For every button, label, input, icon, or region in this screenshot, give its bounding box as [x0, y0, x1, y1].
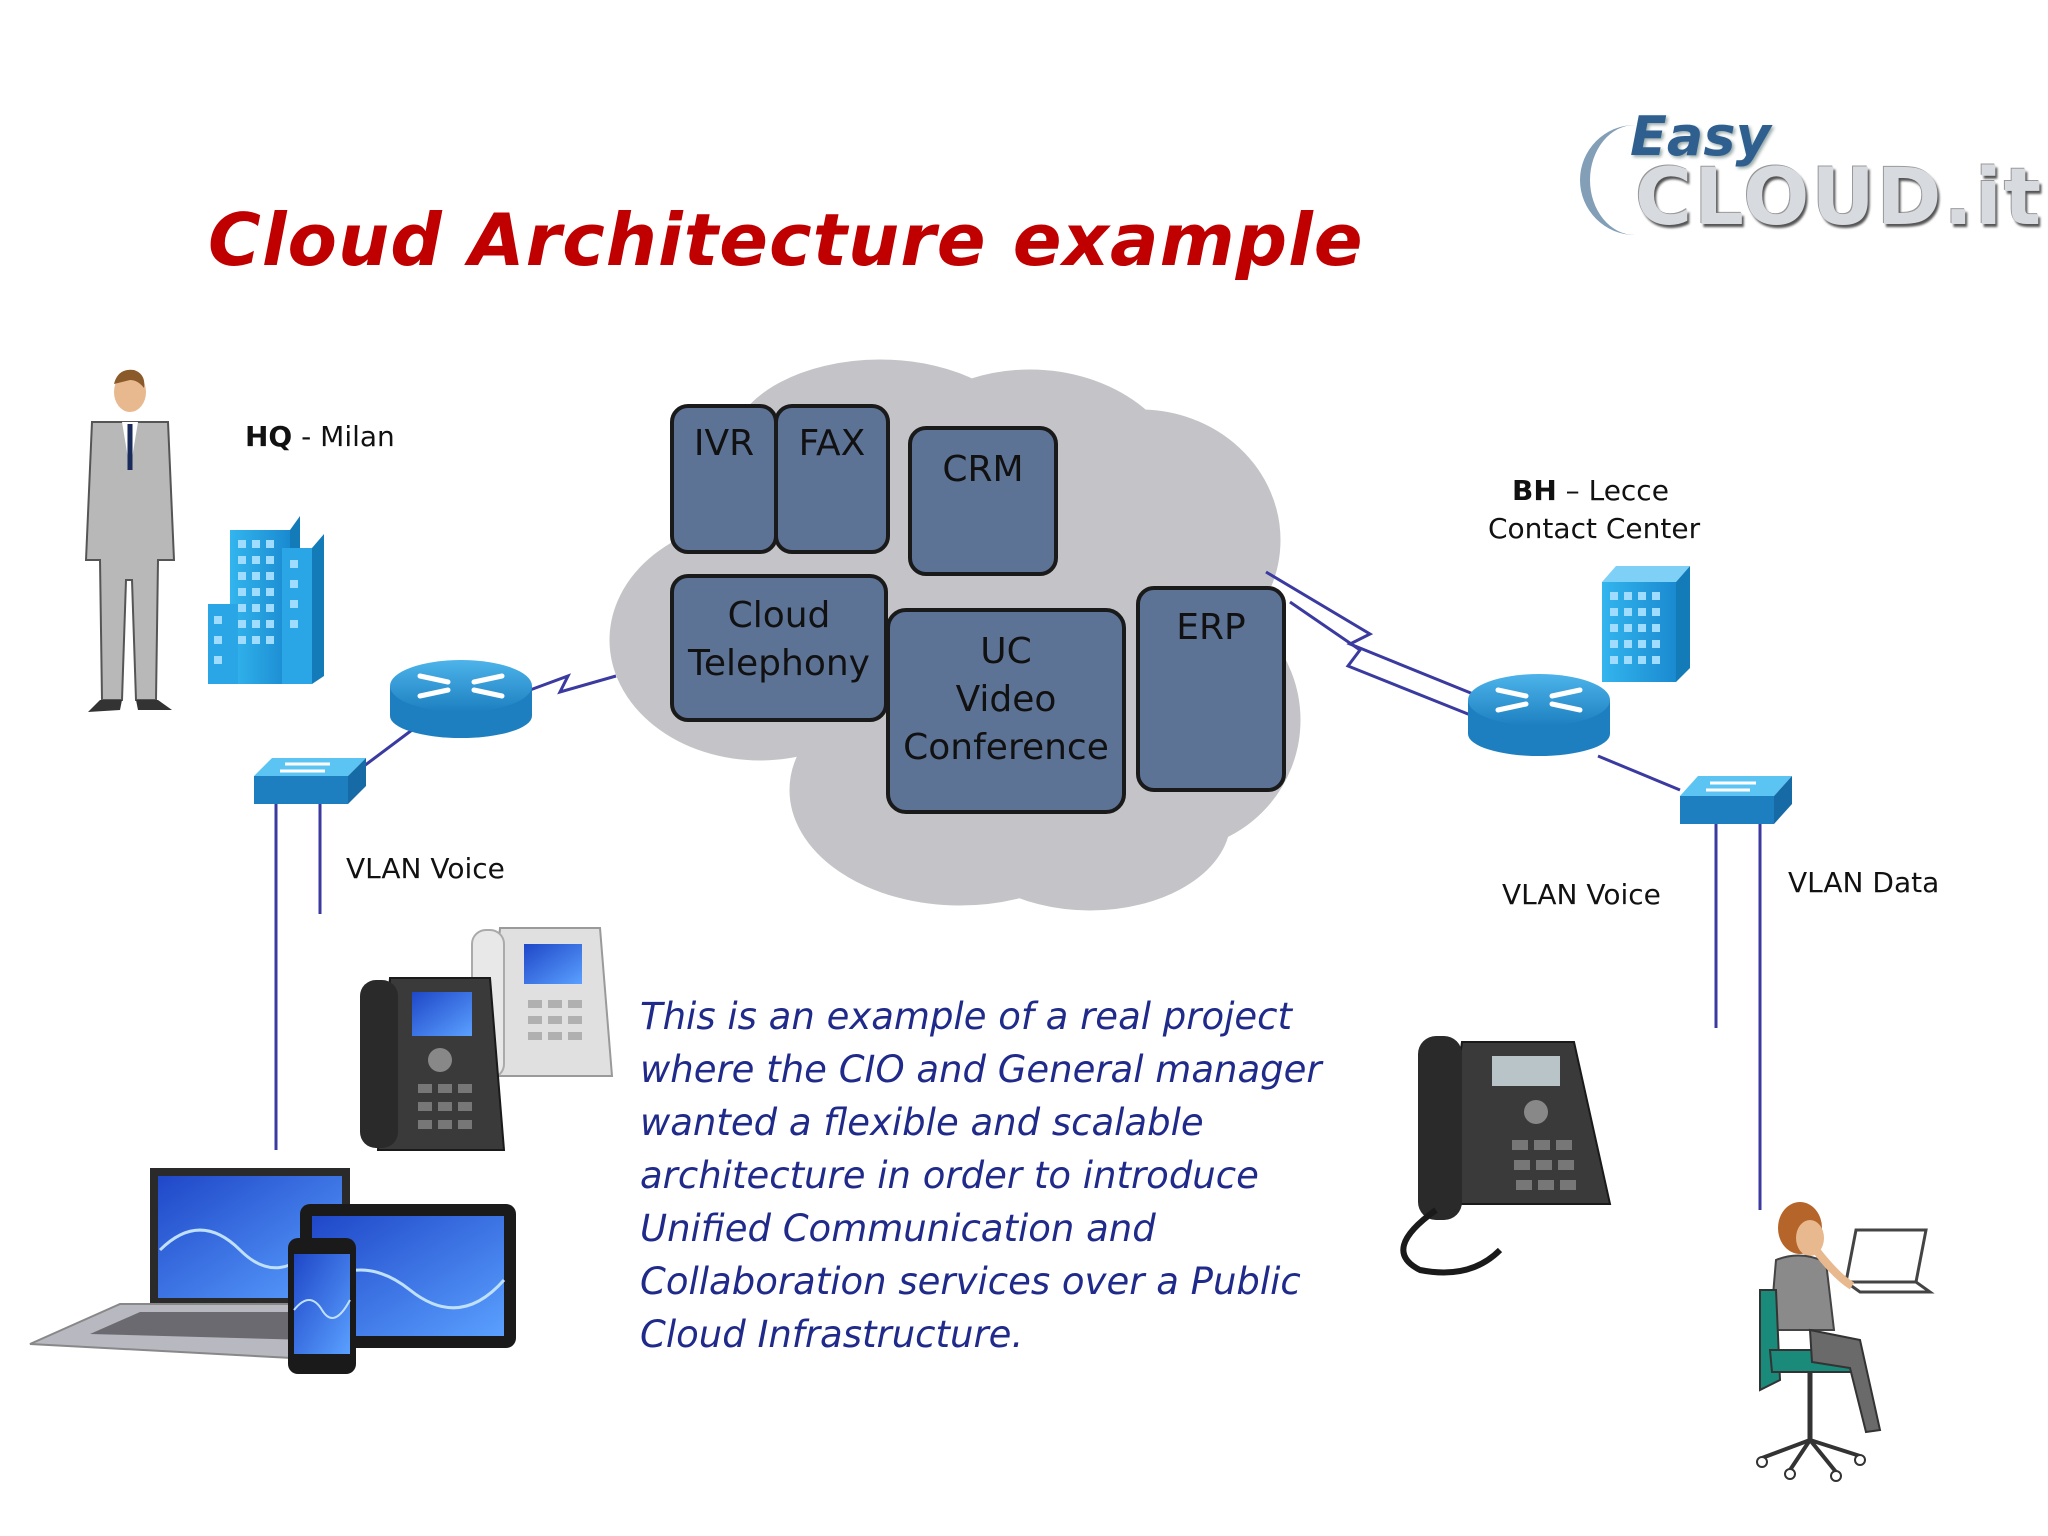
bh-links [1265, 570, 1762, 1210]
uc-label-line2: Video [955, 679, 1057, 720]
bh-label-contact-center: Contact Center [1488, 512, 1701, 545]
bh-label-bold: BH [1512, 474, 1557, 507]
hq-vlan-voice-label: VLAN Voice [346, 852, 505, 885]
cloud-telephony-label: Cloud Telephony [672, 592, 886, 688]
cloud-telephony-label-line2: Telephony [688, 643, 870, 684]
ivr-label: IVR [693, 423, 755, 464]
bh-building-icon [1602, 566, 1690, 682]
service-boxes [670, 404, 1286, 814]
bh-vlan-voice-label: VLAN Voice [1502, 878, 1661, 911]
bh-label-location: – Lecce [1556, 474, 1669, 507]
fax-box [774, 404, 890, 554]
easycloud-logo: Easy CLOUD.it [1580, 105, 2041, 255]
hq-router-icon [390, 660, 532, 738]
fax-label: FAX [798, 423, 866, 464]
hq-desk-phone-black-icon [360, 977, 506, 1151]
businessman-icon [84, 369, 176, 712]
bh-label: BH – Lecce [1512, 474, 1669, 507]
uc-label-line3: Conference [903, 727, 1109, 768]
contact-center-agent-icon [1756, 1202, 1935, 1482]
erp-label: ERP [1176, 607, 1246, 648]
crm-box [908, 426, 1058, 576]
crm-label: CRM [942, 449, 1024, 490]
hq-label: HQ - Milan [245, 420, 395, 453]
uc-video-conference-box [886, 608, 1126, 814]
project-description: This is an example of a real project whe… [640, 995, 1322, 1356]
hq-links [274, 673, 617, 1150]
slide-title: Cloud Architecture example [208, 198, 1364, 282]
logo-text-cloud: CLOUD.it [1635, 153, 2044, 243]
uc-label-line1: UC [980, 631, 1032, 672]
smartphone-icon [288, 1238, 356, 1374]
agent-laptop-icon [1841, 1228, 1935, 1294]
bh-router-icon [1468, 674, 1610, 756]
hq-building-icon [208, 516, 324, 684]
bh-switch-icon [1680, 776, 1792, 824]
hq-switch-icon [254, 758, 366, 804]
hq-label-location: - Milan [292, 420, 395, 453]
logo-text-easy: Easy [1630, 105, 1771, 168]
cloud-telephony-label-line1: Cloud [727, 595, 831, 636]
uc-video-conference-label: UC Video Conference [888, 628, 1124, 772]
hq-label-bold: HQ [245, 420, 293, 453]
bh-desk-phone-icon [1400, 1036, 1612, 1276]
logo-swoosh-icon [1580, 125, 1680, 235]
erp-box [1136, 586, 1286, 792]
bh-vlan-data-label: VLAN Data [1788, 866, 1940, 899]
